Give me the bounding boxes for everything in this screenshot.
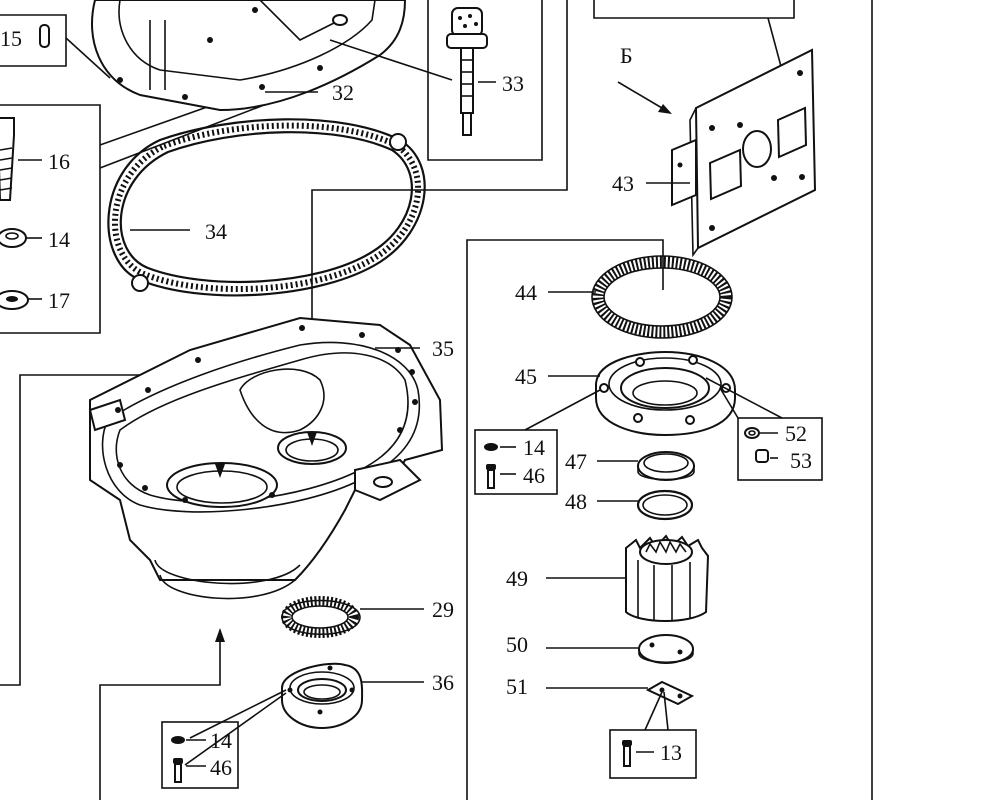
- callout-15: 15: [0, 26, 22, 51]
- spring-washer-14: [0, 228, 42, 248]
- callout-46-middle: 46: [523, 463, 545, 488]
- bolt-16: [0, 117, 42, 201]
- gasket-44: [548, 255, 733, 339]
- callout-47: 47: [565, 449, 587, 474]
- callout-34: 34: [205, 219, 227, 244]
- fastener-box-13: [609, 729, 697, 779]
- view-b-arrow: [617, 81, 672, 114]
- callout-51: 51: [506, 674, 528, 699]
- callout-49: 49: [506, 566, 528, 591]
- callout-50: 50: [506, 632, 528, 657]
- mounting-plate-43: [646, 48, 817, 258]
- top-housing: [91, 0, 407, 112]
- callout-53: 53: [790, 448, 812, 473]
- assembly-arrows: [215, 432, 317, 642]
- callout-33: 33: [502, 71, 524, 96]
- lock-plate-51: [546, 680, 695, 731]
- callout-14-top: 14: [48, 227, 70, 252]
- fastener-box-right: [737, 417, 823, 481]
- callout-45: 45: [515, 364, 537, 389]
- gasket-29: [281, 596, 424, 638]
- pin-15: [39, 24, 111, 79]
- callout-17: 17: [48, 288, 70, 313]
- callout-13: 13: [660, 740, 682, 765]
- callout-44: 44: [515, 280, 537, 305]
- callout-14-middle: 14: [523, 435, 545, 460]
- callout-14-bottom: 14: [210, 728, 232, 753]
- callout-48: 48: [565, 489, 587, 514]
- retaining-ring-48: [597, 489, 694, 521]
- callout-46-bottom: 46: [210, 755, 232, 780]
- callout-36: 36: [432, 670, 454, 695]
- callout-16: 16: [48, 149, 70, 174]
- callout-29: 29: [432, 597, 454, 622]
- callout-52: 52: [785, 421, 807, 446]
- bearing-cover-36: [184, 662, 424, 766]
- view-mark: Б: [620, 43, 633, 68]
- callout-43: 43: [612, 171, 634, 196]
- gasket-34: [107, 118, 426, 297]
- fastener-box-middle: [474, 429, 558, 495]
- frame-lines: [0, 0, 873, 800]
- callout-35: 35: [432, 336, 454, 361]
- breather-33: [329, 7, 496, 136]
- spline-gear-49: [546, 534, 710, 622]
- gear-housing-35: [88, 316, 444, 600]
- bearing-cover-45: [524, 350, 783, 437]
- flat-washer-17: [0, 290, 42, 310]
- callout-32: 32: [332, 80, 354, 105]
- thrust-washer-50: [546, 634, 694, 664]
- oil-seal-47: [597, 451, 695, 481]
- fastener-box-bottom: [161, 721, 239, 789]
